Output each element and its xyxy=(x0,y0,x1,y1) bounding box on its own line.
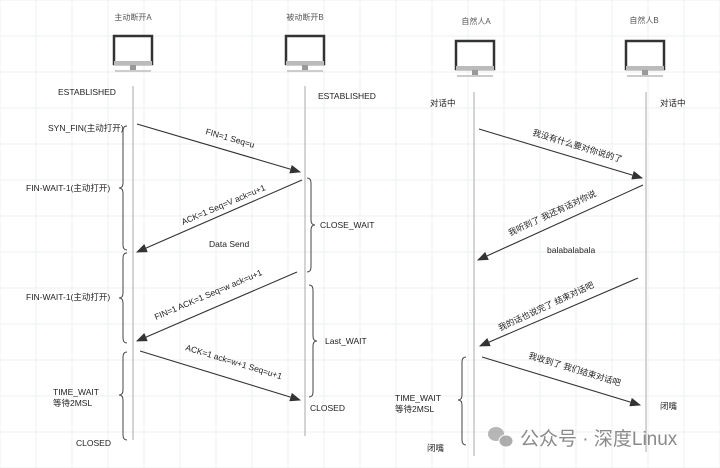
message-arrow xyxy=(481,356,642,407)
state-talking-b: 对话中 xyxy=(660,98,686,108)
state-wait-2msl: 等待2MSL xyxy=(53,398,92,408)
wechat-icon xyxy=(488,427,514,448)
state-wait-2msl: 等待2MSL xyxy=(395,404,434,414)
message-label: ACK=1 ack=w+1 Seq=u+1 xyxy=(184,342,283,381)
actor-label-b: 自然人B xyxy=(629,15,658,25)
message-arrow xyxy=(478,277,639,347)
computer-icon xyxy=(284,34,326,74)
message-arrow xyxy=(136,123,302,174)
state-closed-b: 闭嘴 xyxy=(660,401,678,411)
message-label: 我的话也说完了 结束对话吧 xyxy=(497,279,596,332)
actor-label-a: 自然人A xyxy=(461,16,491,26)
message-label: ACK=1 Seq=V ack=u+1 xyxy=(180,182,267,227)
state-syn-fin: SYN_FIN(主动打开) xyxy=(48,123,124,133)
brace xyxy=(118,125,128,251)
message-label: FIN=1 ACK=1 Seq=w ack=u+1 xyxy=(153,267,264,322)
brace xyxy=(308,284,318,398)
state-close-wait: CLOSE_WAIT xyxy=(320,220,374,230)
state-established-a: ESTABLISHED xyxy=(58,87,116,97)
message-arrow xyxy=(139,350,302,402)
state-talking-a: 对话中 xyxy=(430,98,456,108)
state-closed-a: 闭嘴 xyxy=(427,443,445,453)
data-label: balabalabala xyxy=(547,245,595,255)
actor-label-b: 被动断开B xyxy=(286,12,323,22)
state-last-wait: Last_WAIT xyxy=(325,336,367,346)
state-fin-wait-2: FIN-WAIT-1(主动打开) xyxy=(26,292,110,302)
state-closed-b: CLOSED xyxy=(310,403,345,413)
message-arrow xyxy=(135,271,298,342)
message-label: 我收到了 我们结束对话吧 xyxy=(527,350,622,388)
brace xyxy=(118,351,128,441)
brace xyxy=(306,177,316,273)
state-time-wait: TIME_WAIT xyxy=(395,393,441,403)
computer-icon xyxy=(112,34,154,74)
actor-label-a: 主动断开A xyxy=(114,12,152,22)
brace xyxy=(118,252,128,344)
state-time-wait: TIME_WAIT xyxy=(53,387,99,397)
state-closed-a: CLOSED xyxy=(76,438,111,448)
watermark: 公众号 · 深度Linux xyxy=(520,428,678,450)
message-arrow xyxy=(476,184,644,261)
state-fin-wait-1: FIN-WAIT-1(主动打开) xyxy=(26,183,110,193)
state-established-b: ESTABLISHED xyxy=(318,91,376,101)
message-arrow xyxy=(478,128,644,180)
data-send-label: Data Send xyxy=(209,239,249,249)
message-label: 我听到了 我还有话对你说 xyxy=(507,188,599,238)
brace xyxy=(457,356,467,446)
message-arrow xyxy=(135,179,303,253)
